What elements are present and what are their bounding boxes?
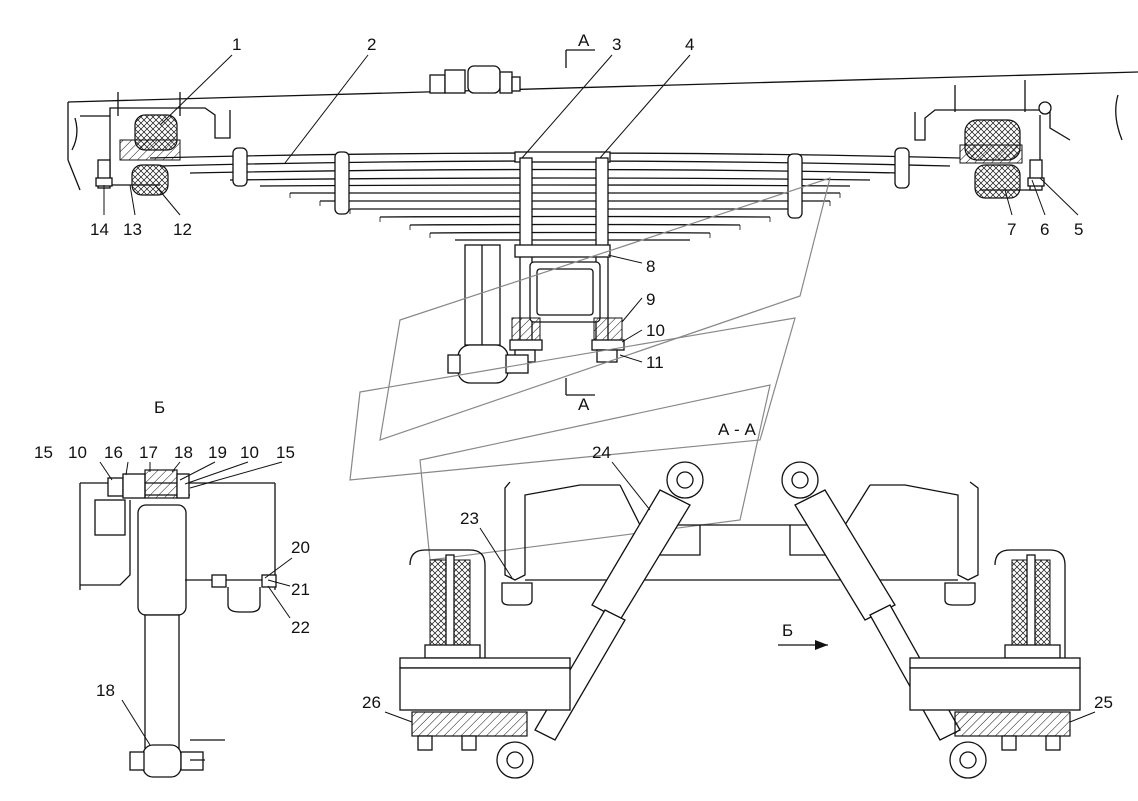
- callout-2: 2: [367, 35, 376, 54]
- callout-9: 9: [646, 290, 655, 309]
- callout-12: 12: [173, 220, 192, 239]
- right-spring-bracket: [914, 80, 1071, 199]
- view-b-arrow-label: Б: [782, 621, 793, 640]
- background-section-outline: [349, 177, 831, 561]
- callout-17: 17: [139, 443, 158, 462]
- top-bracket: [429, 65, 521, 94]
- callout-21: 21: [291, 580, 310, 599]
- leaf-spring: [149, 147, 961, 241]
- section-a-bottom-mark: А: [565, 378, 595, 414]
- callout-10-left: 10: [68, 443, 87, 462]
- frame-rail: [67, 71, 1138, 191]
- callout-19: 19: [208, 443, 227, 462]
- callout-14: 14: [90, 220, 109, 239]
- section-a-top-label: А: [578, 31, 590, 50]
- callout-15-left: 15: [34, 443, 53, 462]
- callout-24: 24: [592, 443, 611, 462]
- callout-4: 4: [685, 35, 694, 54]
- callout-10: 10: [646, 321, 665, 340]
- callout-13: 13: [123, 220, 142, 239]
- callout-18-top: 18: [174, 443, 193, 462]
- callout-16: 16: [104, 443, 123, 462]
- callout-11: 11: [646, 353, 664, 372]
- shock-absorber-side: [447, 244, 529, 384]
- callout-15-right: 15: [276, 443, 295, 462]
- callout-labels: 1 2 3 4 5 6 7 8 9 10 11 12 13 14 15 10 1…: [34, 35, 1113, 712]
- callout-3: 3: [612, 35, 621, 54]
- callout-18-bottom: 18: [96, 681, 115, 700]
- callout-23: 23: [460, 509, 479, 528]
- section-a-bottom-label: А: [578, 395, 590, 414]
- callout-26: 26: [362, 693, 381, 712]
- callout-25: 25: [1094, 693, 1113, 712]
- view-b-title: Б: [154, 398, 165, 417]
- callout-20: 20: [291, 538, 310, 557]
- left-spring-bracket: [80, 92, 231, 196]
- callout-10-right: 10: [240, 443, 259, 462]
- u-bolts-and-axle: [509, 157, 625, 363]
- section-aa-title: А - А: [718, 420, 756, 439]
- callout-1: 1: [232, 35, 241, 54]
- callout-22: 22: [291, 618, 310, 637]
- view-b-detail: [79, 469, 277, 778]
- leader-lines: [99, 54, 1096, 746]
- callout-8: 8: [646, 257, 655, 276]
- callout-5: 5: [1074, 220, 1083, 239]
- callout-7: 7: [1007, 220, 1016, 239]
- callout-6: 6: [1040, 220, 1049, 239]
- section-aa-detail: [399, 461, 1081, 779]
- section-a-top-mark: А: [565, 31, 595, 68]
